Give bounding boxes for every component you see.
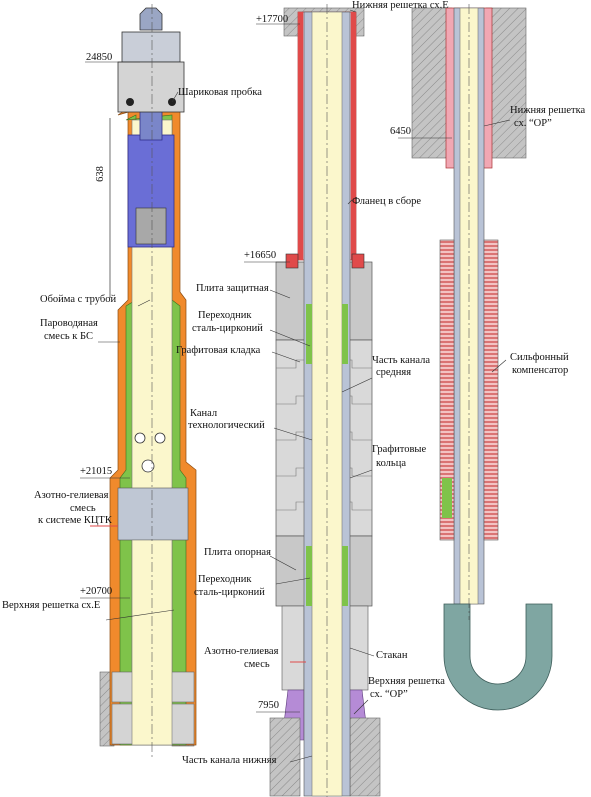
elevation-21015: +21015 (80, 466, 113, 477)
port-hole-2 (154, 432, 166, 444)
plug-grey-block (135, 207, 167, 245)
label-adapter1-1: Переходник (198, 310, 252, 321)
label-support-plate: Плита опорная (204, 547, 271, 558)
label-ball-plug: Шариковая пробка (178, 87, 262, 98)
label-steam-water-2: смесь к БС (44, 331, 93, 342)
adapter-green-2r (342, 546, 348, 606)
red-wall-right (351, 12, 356, 260)
adapter-green-2 (306, 546, 312, 606)
label-channel-mid-2: средняя (376, 367, 412, 378)
leader-ball-plug (171, 91, 179, 103)
label-graphite-stack: Графитовая кладка (176, 345, 261, 356)
leader-channel-mid (341, 377, 373, 393)
dimension-638: 638 (94, 166, 106, 182)
cap-head (121, 31, 181, 63)
upper-grid-OR-right (349, 717, 381, 797)
lower-sleeve (117, 487, 189, 541)
bellows-left (439, 239, 455, 541)
ball-left (126, 98, 134, 106)
leader-protective (269, 289, 291, 299)
label-tech-channel-1: Канал (190, 408, 218, 419)
elevation-6450: 6450 (390, 126, 411, 137)
label-lower-grid-OR-1: Нижняя решетка (510, 105, 586, 116)
label-upper-grid-OR-2: сх. “ОР” (370, 689, 408, 700)
leader-adapter-2 (275, 577, 311, 585)
label-nitrogen-2: смесь (70, 503, 96, 514)
leader-holder (137, 299, 151, 307)
label-adapter1-2: сталь-цирконий (192, 323, 263, 334)
leader-rings (349, 469, 373, 479)
leader-cup (349, 647, 375, 657)
label-graphite-rings-1: Графитовые (372, 444, 427, 455)
label-steam-water-1: Пароводяная (40, 318, 98, 329)
label-tech-channel-2: технологический (188, 420, 265, 431)
column-3 (398, 4, 553, 711)
leader-upper-grid (105, 609, 175, 621)
leader-tech-channel (273, 427, 313, 441)
leader-bellows (491, 359, 507, 373)
top-cap (139, 7, 163, 31)
label-upper-grid-OR-1: Верхняя решетка (368, 676, 445, 687)
port-hole-3 (141, 459, 155, 473)
leader-support (269, 555, 297, 571)
elevation-20700: +20700 (80, 586, 113, 597)
adapter-green-1 (306, 304, 312, 364)
label-holder-with-tube: Обойма с трубой (40, 294, 117, 305)
column-2 (244, 4, 381, 797)
red-wall-left (298, 12, 303, 260)
flange-bolt-left (285, 253, 299, 269)
lower-grid-OR-left (411, 7, 453, 159)
bellows-green (442, 478, 452, 518)
leader-lower-grid-E (349, 9, 357, 13)
label-lower-grid-E: Нижняя решетка сх.Е (352, 0, 449, 11)
label-flange: Фланец в сборе (352, 196, 422, 207)
label-adapter2-2: сталь-цирконий (194, 587, 265, 598)
elevation-17700: +17700 (256, 14, 289, 25)
label-protective-plate: Плита защитная (196, 283, 269, 294)
label-bellows-2: компенсатор (512, 365, 569, 376)
elevation-24850: 24850 (86, 52, 113, 63)
elevation-7950: 7950 (258, 700, 279, 711)
u-bend-pipe (443, 603, 553, 711)
label-bellows-1: Сильфонный (510, 352, 569, 363)
column-1 (80, 4, 197, 760)
upper-grid-OR-left (269, 717, 301, 797)
label-graphite-rings-2: кольца (376, 458, 406, 469)
leader-channel-lower (289, 755, 313, 763)
leader-graphite (271, 351, 301, 363)
label-nitrogen-3: к системе КЦТК (38, 515, 112, 526)
port-hole-1 (134, 432, 146, 444)
leader-adapter-1 (269, 329, 311, 347)
lower-grid-OR-right (485, 7, 527, 159)
label-channel-lower: Часть канала нижняя (182, 755, 277, 766)
lower-block-left (281, 605, 305, 691)
leader-flange (347, 199, 353, 205)
label-lower-grid-OR-2: сх. “ОР” (514, 118, 552, 129)
label-adapter2-1: Переходник (198, 574, 252, 585)
adapter-green-1r (342, 304, 348, 364)
flange-bolt-right (351, 253, 365, 269)
bellows-right (483, 239, 499, 541)
label-nitrogen2-1: Азотно-гелиевая (204, 646, 279, 657)
label-nitrogen-1: Азотно-гелиевая (34, 490, 109, 501)
label-nitrogen2-2: смесь (244, 659, 270, 670)
elevation-16650: +16650 (244, 250, 277, 261)
leader-upper-grid-OR (353, 699, 369, 715)
label-channel-mid-1: Часть канала (372, 355, 431, 366)
label-cup: Стакан (376, 650, 408, 661)
leader-lower-grid-OR (483, 119, 511, 127)
label-upper-grid-E: Верхняя решетка сх.Е (2, 600, 101, 611)
